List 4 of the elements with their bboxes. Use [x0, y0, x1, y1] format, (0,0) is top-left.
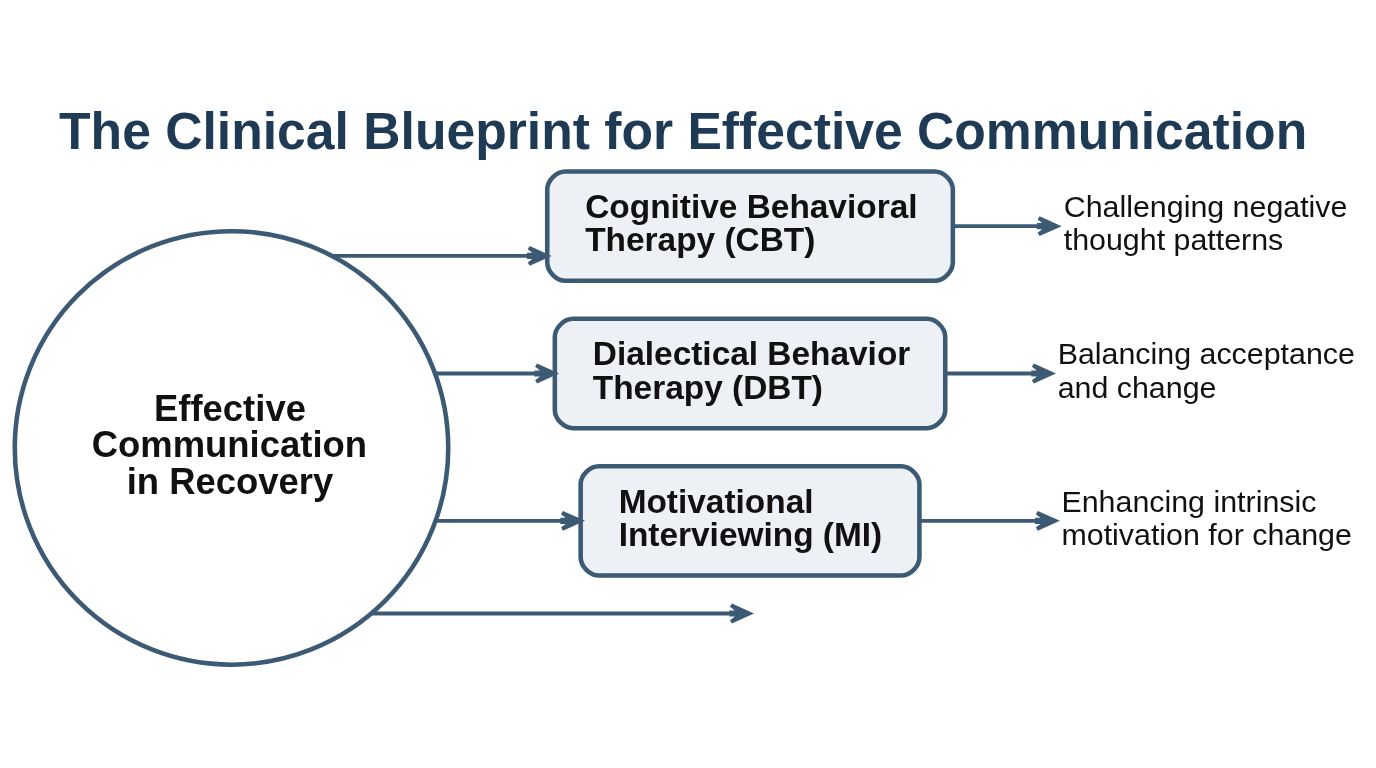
- diagram-title: The Clinical Blueprint for Effective Communication: [59, 101, 1308, 160]
- node-text: Enhancing intrinsic motivation for change: [1061, 483, 1352, 552]
- node-text: Challenging negative thought patterns: [1063, 189, 1348, 257]
- node-text: Balancing acceptance and change: [1057, 336, 1355, 404]
